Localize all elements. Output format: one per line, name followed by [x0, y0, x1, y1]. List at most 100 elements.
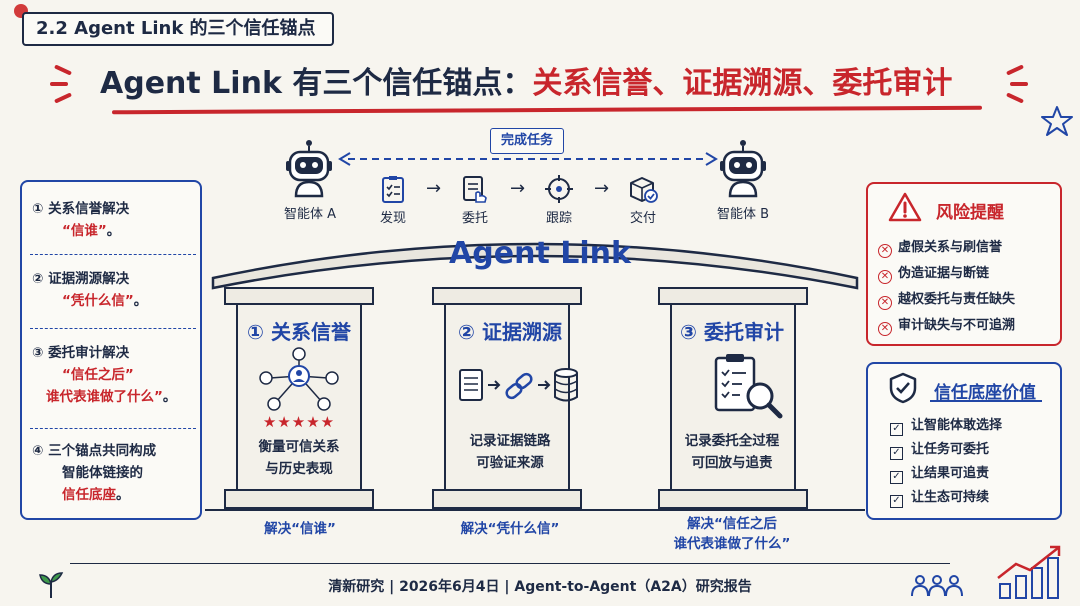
flow-arrow-icon: → [426, 178, 442, 199]
summary-item-1: ① 关系信誉解决 “信谁”。 [32, 198, 198, 242]
risk-item-text: 越权委托与责任缺失 [898, 292, 1016, 307]
value-item: ✓ 让结果可追责 [890, 464, 989, 484]
value-item: ✓ 让生态可持续 [890, 488, 989, 508]
value-item-text: 让生态可持续 [911, 490, 990, 505]
shield-check-icon [889, 372, 917, 404]
pillar-desc-line: 衡量可信关系 [258, 439, 340, 455]
checkbox-icon: ✓ [890, 471, 903, 484]
checkbox-icon: ✓ [890, 495, 903, 508]
step-discover-label: 发现 [379, 211, 406, 226]
summary-item-line: ① 关系信誉解决 [32, 201, 130, 217]
footer-divider [70, 563, 950, 564]
pillar-desc-line: 可验证来源 [476, 455, 544, 471]
summary-item-line: ② 证据溯源解决 [32, 271, 130, 287]
robot-a-icon [286, 140, 332, 198]
network-people-icon [259, 347, 339, 411]
panel-divider [30, 428, 196, 429]
pillar-3-solve: 解决“信任之后 谁代表谁做了什么” [652, 514, 812, 554]
risk-item: ✕ 越权委托与责任缺失 [878, 290, 1015, 310]
value-item-text: 让智能体敢选择 [911, 418, 1003, 433]
pillar-desc-line: 记录委托全过程 [684, 433, 780, 449]
risk-item-text: 虚假关系与刷信誉 [898, 240, 1003, 255]
step-deliver-label: 交付 [629, 211, 656, 226]
trust-value-title: 信任底座价值 [934, 383, 1036, 403]
team-icon [911, 575, 963, 597]
risk-item: ✕审计缺失与不可追溯 [878, 316, 1015, 336]
section-tag: 2.2 Agent Link 的三个信任锚点 [22, 12, 334, 46]
summary-item-suffix: 。 [106, 223, 121, 239]
summary-item-line: ③ 委托审计解决 [32, 345, 130, 361]
tracking-icon [545, 175, 573, 203]
panel-divider [30, 254, 196, 255]
title-highlight: 关系信誉、证据溯源、委托审计 [532, 66, 953, 101]
pillar-3-desc: 记录委托全过程 可回放与追责 [664, 430, 800, 474]
x-circle-icon: ✕ [878, 296, 892, 310]
emphasis-tick [1005, 92, 1025, 104]
pillar-desc-line: 与历史表现 [265, 461, 333, 477]
growth-chart-icon [997, 545, 1061, 599]
emphasis-tick [50, 82, 68, 86]
pillar-solve-line: 解决“信任之后 [687, 516, 777, 532]
value-item: ✓ 让智能体敢选择 [890, 416, 1002, 436]
risk-title: 风险提醒 [936, 203, 1004, 223]
rating-stars-icon: ★★★★★ [262, 413, 336, 431]
footer-text: 清新研究 | 2026年6月4日 | Agent-to-Agent（A2A）研究… [328, 579, 752, 595]
step-delegate-label: 委托 [461, 211, 488, 226]
risk-item: ✕ 伪造证据与断链 [878, 264, 989, 284]
checkbox-icon: ✓ [890, 447, 903, 460]
warning-icon [888, 192, 922, 222]
risk-item-text: 伪造证据与断链 [898, 266, 990, 281]
emphasis-tick [53, 92, 73, 104]
summary-item-2: ② 证据溯源解决 “凭什么信”。 [32, 268, 198, 312]
left-summary-panel: ① 关系信誉解决 “信谁”。 ② 证据溯源解决 “凭什么信”。 ③ 委托审计解决… [20, 180, 202, 520]
value-item-text: 让结果可追责 [911, 466, 990, 481]
pillar-desc-line: 可回放与追责 [691, 455, 773, 471]
emphasis-tick [1010, 82, 1028, 86]
flow-arrow-icon: → [510, 178, 526, 199]
pillar-desc-line: 记录证据链路 [469, 433, 551, 449]
page-title: Agent Link 有三个信任锚点：关系信誉、证据溯源、委托审计 [100, 58, 980, 108]
sprout-icon [39, 572, 64, 598]
summary-item-highlight: 谁代表谁做了什么” [46, 389, 163, 405]
summary-item-highlight: “信谁” [62, 223, 107, 239]
pillar-1-title: ① 关系信誉 [247, 320, 351, 344]
summary-item-highlight: “信任之后” [62, 367, 134, 383]
title-underline [930, 400, 1042, 402]
pillar-1-solve: 解决“信谁” [264, 521, 336, 537]
star-icon [1041, 106, 1073, 136]
summary-item-line: ④ 三个锚点共同构成 [32, 443, 157, 459]
flow-arrow-icon: → [594, 178, 610, 199]
checkbox-icon: ✓ [890, 423, 903, 436]
summary-item-suffix: 。 [116, 487, 130, 503]
package-check-icon [630, 177, 658, 203]
agent-b-label: 智能体 B [716, 207, 770, 222]
summary-item-highlight: “凭什么信” [62, 293, 134, 309]
x-circle-icon: ✕ [878, 270, 892, 284]
risk-item-text: 审计缺失与不可追溯 [898, 318, 1016, 333]
pillar-2-desc: 记录证据链路 可验证来源 [440, 430, 580, 474]
summary-item-3: ③ 委托审计解决 “信任之后” 谁代表谁做了什么”。 [32, 342, 198, 408]
audit-clipboard-icon [714, 354, 783, 419]
summary-item-line: 智能体链接的 [62, 465, 143, 481]
pillar-3-title: ③ 委托审计 [680, 320, 784, 344]
bridge-structure [205, 242, 865, 511]
complete-task-badge: 完成任务 [490, 128, 564, 154]
emphasis-tick [1005, 64, 1025, 76]
step-track-label: 跟踪 [545, 211, 572, 226]
pillar-1-desc: 衡量可信关系 与历史表现 [230, 436, 368, 480]
document-hand-icon [463, 176, 487, 203]
risk-item: ✕ 虚假关系与刷信誉 [878, 238, 1002, 258]
summary-item-highlight: 信任底座 [62, 487, 116, 503]
agent-a-label: 智能体 A [283, 207, 337, 222]
emphasis-tick [53, 64, 73, 76]
value-item: ✓让任务可委托 [890, 440, 989, 460]
x-circle-icon: ✕ [878, 244, 892, 258]
agent-link-deck-label: Agent Link [449, 236, 631, 271]
panel-divider [30, 328, 196, 329]
pillar-solve-line: 谁代表谁做了什么” [673, 536, 791, 552]
pillar-2-solve: 解决“凭什么信” [460, 521, 560, 537]
pillar-2-title: ② 证据溯源 [458, 320, 562, 344]
robot-b-icon [720, 140, 766, 198]
checklist-icon [382, 176, 404, 203]
summary-item-4: ④ 三个锚点共同构成 智能体链接的 信任底座。 [32, 440, 198, 506]
